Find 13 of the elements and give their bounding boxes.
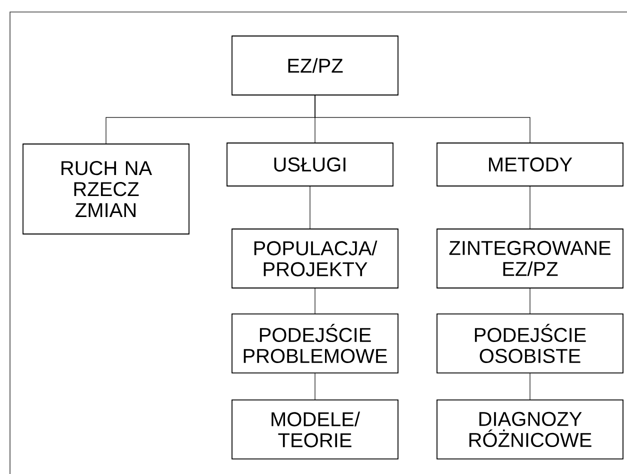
connector-line (314, 288, 316, 314)
box: DIAGNOZY RÓŻNICOWE (436, 400, 624, 460)
box: ZINTEGROWANE EZ/PZ (436, 228, 624, 288)
box: PODEJŚCIE PROBLEMOWE (232, 314, 398, 374)
box: PODEJŚCIE OSOBISTE (436, 314, 624, 374)
box: MODELE/ TEORIE (232, 400, 398, 460)
box: POPULACJA/ PROJEKTY (232, 228, 398, 288)
connector-line (314, 373, 316, 400)
connector-line (314, 95, 530, 143)
box: EZ/PZ (232, 36, 398, 96)
box: METODY (436, 142, 624, 186)
box: USŁUGI (226, 142, 394, 186)
box: RUCH NA RZECZ ZMIAN (22, 144, 190, 234)
